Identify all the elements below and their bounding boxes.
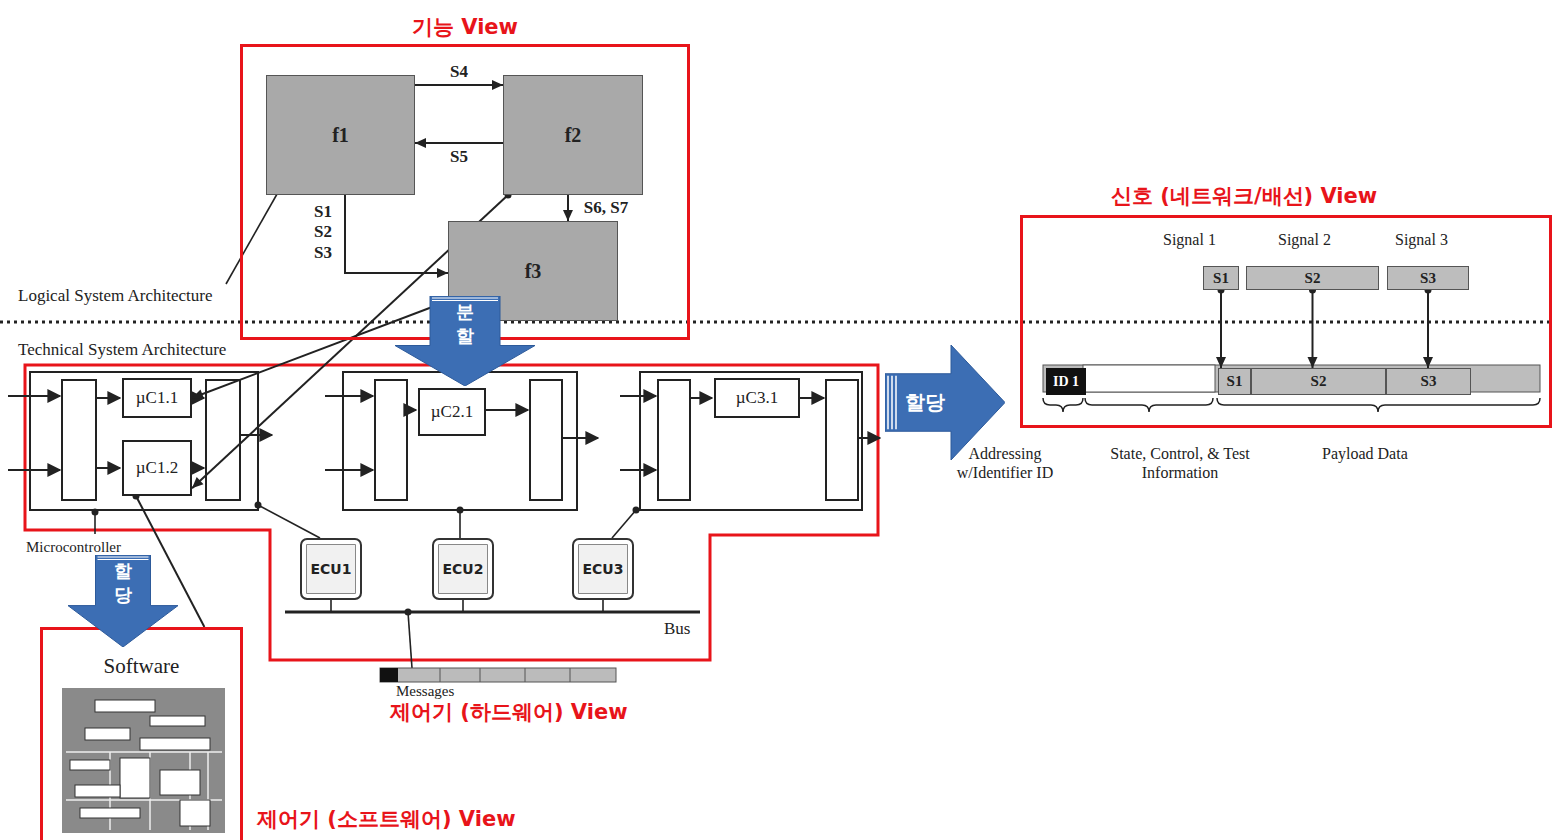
view-heading: 신호 (네트워크/배선) View	[1111, 182, 1377, 210]
ecu-blocks	[30, 372, 862, 510]
node-label: S1	[1213, 270, 1229, 287]
arrow-head	[563, 210, 573, 221]
bus-line	[285, 611, 700, 614]
signal-arrow	[415, 84, 503, 86]
ecu-unit: ECU1	[300, 538, 362, 600]
identifier-field: ID 1	[1046, 368, 1086, 395]
signal-label: S6, S7	[582, 198, 630, 218]
annotation-label: Messages	[396, 682, 454, 700]
node-label: µC1.1	[136, 388, 178, 408]
message-frame	[380, 668, 616, 682]
arrow-label: 할당	[114, 559, 132, 607]
ecu-unit: ECU2	[432, 538, 494, 600]
signal-box: S3	[1387, 266, 1469, 290]
arrow-head	[192, 389, 204, 398]
arrow-head	[437, 268, 448, 278]
view-heading: 제어기 (소프트웨어) View	[257, 805, 516, 833]
node-label: µC2.1	[431, 402, 473, 422]
arrow-bars	[98, 557, 149, 560]
payload-field: S2	[1251, 368, 1386, 395]
arrow-head	[1216, 357, 1226, 368]
microcontroller-box: µC1.2	[122, 440, 192, 496]
node-label: f1	[332, 124, 349, 147]
view-heading: 기능 View	[412, 13, 518, 41]
signal-box: S2	[1246, 266, 1379, 290]
software-view-region: Software제어기 (소프트웨어) View	[40, 627, 243, 840]
annotation-label: Microcontroller	[26, 538, 121, 556]
node-label: S1	[1227, 373, 1243, 390]
microcontroller-box: µC3.1	[714, 378, 800, 418]
arrow-text-area: 분할	[430, 302, 500, 346]
annotation-label: Technical System Architecture	[18, 340, 226, 360]
arrow-shape	[885, 345, 1005, 460]
software-title: Software	[43, 654, 240, 679]
arrow-head	[492, 80, 503, 90]
signal-label: S4	[448, 62, 470, 82]
arrow-label: 할당	[905, 389, 945, 416]
node-label: µC3.1	[736, 388, 778, 408]
mapping-arrow	[1220, 290, 1222, 368]
view-heading: 제어기 (하드웨어) View	[390, 698, 628, 726]
block-arrow: 할당	[68, 555, 178, 647]
mapping-arrow	[1427, 290, 1429, 368]
signal-label: S1 S2 S3	[309, 202, 337, 263]
architecture-divider	[0, 321, 1552, 324]
function-box: f1	[266, 75, 415, 195]
signal-arrow	[345, 195, 448, 273]
payload-field: S1	[1218, 368, 1251, 395]
arrow-bars	[432, 298, 498, 301]
annotation-label: Signal 2	[1278, 230, 1331, 249]
annotation-label: State, Control, & Test Information	[1110, 444, 1250, 482]
arrow-text-area: 할당	[899, 374, 951, 432]
block-arrow: 할당	[885, 345, 1005, 460]
arrow-body	[395, 296, 535, 386]
microcontroller-box: µC1.1	[122, 378, 192, 418]
software-structure	[62, 688, 225, 833]
signal-box: S1	[1203, 266, 1239, 290]
node-label: ECU1	[311, 561, 352, 577]
node-label: ECU3	[583, 561, 624, 577]
arrow-text-area: 할당	[96, 561, 151, 606]
arrow-bars	[888, 376, 896, 430]
hardware-view-outline	[25, 365, 878, 660]
node-label: µC1.2	[136, 458, 178, 478]
annotation-label: Logical System Architecture	[18, 286, 213, 306]
signal-arrow	[415, 142, 503, 144]
node-label: f2	[565, 124, 582, 147]
mapping-arrow	[1312, 290, 1314, 368]
ecu-unit: ECU3	[572, 538, 634, 600]
arrow-head	[1423, 357, 1433, 368]
arrow-body	[68, 555, 178, 647]
arrow-body	[885, 345, 1005, 460]
node-label: S3	[1421, 373, 1437, 390]
payload-field: S3	[1386, 368, 1471, 395]
microcontroller-box: µC2.1	[418, 388, 486, 436]
annotation-label: Payload Data	[1322, 444, 1408, 463]
node-label: ECU2	[443, 561, 484, 577]
annotation-label: Bus	[664, 619, 690, 639]
node-label: ID 1	[1053, 374, 1079, 390]
block-arrow: 분할	[395, 296, 535, 386]
annotation-label: Addressing w/Identifier ID	[935, 444, 1075, 482]
field-braces	[1043, 398, 1540, 412]
wires	[95, 180, 636, 668]
annotation-label: Signal 1	[1163, 230, 1216, 249]
wire-dots	[92, 502, 640, 616]
node-label: f3	[525, 260, 542, 283]
function-box: f2	[503, 75, 643, 195]
node-label: S3	[1420, 270, 1436, 287]
signal-label: S5	[448, 147, 470, 167]
arrow-label: 분할	[456, 300, 474, 348]
arrow-head	[415, 138, 426, 148]
node-label: S2	[1311, 373, 1327, 390]
node-label: S2	[1305, 270, 1321, 287]
arrow-head	[192, 477, 203, 488]
arrow-head	[1308, 357, 1318, 368]
annotation-label: Signal 3	[1395, 230, 1448, 249]
